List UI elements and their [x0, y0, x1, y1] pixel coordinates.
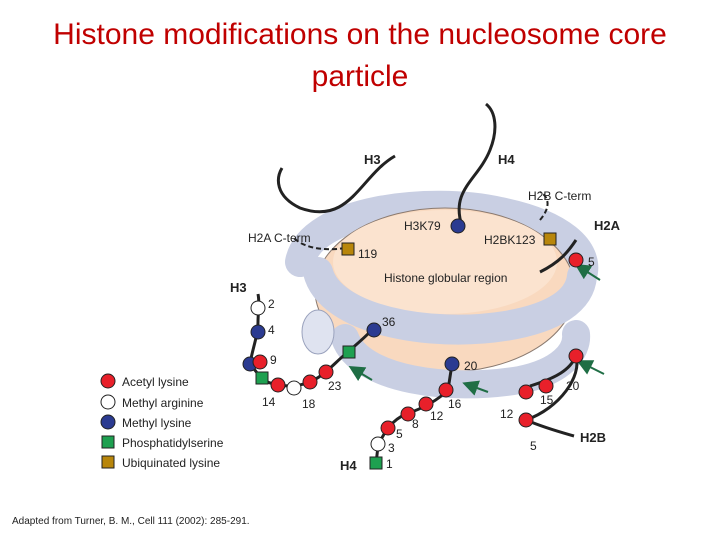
- acetyl-lysine-icon: [100, 373, 116, 389]
- h4-top-tail: [457, 102, 497, 227]
- h4-5-acetyl-lysine: [380, 420, 396, 436]
- h2b-5-acetyl-lysine: [518, 412, 534, 428]
- h2bk123-ubiquitin: [543, 232, 557, 246]
- title-line-2: particle: [311, 60, 409, 93]
- label-h4-top: H4: [498, 152, 515, 167]
- residue-h4-12: 12: [430, 409, 444, 423]
- residue-h2b-20: 20: [566, 379, 580, 393]
- residue-h4-5: 5: [396, 427, 403, 441]
- h3-28-phosphatidylserine: [342, 345, 356, 359]
- legend-label-methyl-arginine: Methyl arginine: [122, 396, 204, 410]
- h3-2-methyl-arginine: [250, 300, 266, 316]
- h3-23-acetyl-lysine: [318, 364, 334, 380]
- methyl-lysine-icon: [100, 414, 116, 430]
- h2b-12-acetyl-lysine: [518, 384, 534, 400]
- residue-h2a-5: 5: [588, 255, 595, 269]
- slide-title: Histone modifications on the nucleosome …: [0, 14, 720, 98]
- methyl-arginine-icon: [100, 394, 116, 410]
- h3-top-tail: [276, 154, 396, 214]
- h2b-15-acetyl-lysine: [538, 378, 554, 394]
- residue-h3-18: 18: [302, 397, 316, 411]
- residue-h4-3: 3: [388, 441, 395, 455]
- residue-h4-20: 20: [464, 359, 478, 373]
- residue-h4-8: 8: [412, 417, 419, 431]
- h2a-tail: [539, 239, 578, 274]
- h2a-119-ubiquitin: [341, 242, 355, 256]
- h2a-5-acetyl-lysine: [568, 252, 584, 268]
- h2a-cterm-tail: [291, 235, 346, 251]
- legend-label-methyl-lysine: Methyl lysine: [122, 416, 192, 430]
- arrow-h2a: [574, 263, 601, 281]
- citation: Adapted from Turner, B. M., Cell 111 (20…: [12, 516, 250, 527]
- residue-h3-4: 4: [268, 323, 275, 337]
- histone-core-top: [333, 210, 557, 314]
- residue-h2b-5: 5: [530, 439, 537, 453]
- h3-17-methyl-arginine: [286, 380, 302, 396]
- arrow-h4: [462, 380, 489, 396]
- legend-label-ubiquinated-lysine: Ubiquinated lysine: [122, 456, 220, 470]
- h4-12-acetyl-lysine: [418, 396, 434, 412]
- label-h3-left: H3: [230, 280, 247, 295]
- h3-10-phosphatidylserine: [255, 371, 269, 385]
- legend: Acetyl lysine Methyl arginine Methyl lys…: [100, 373, 224, 470]
- label-site-119: 119: [358, 247, 377, 261]
- residue-h4-1: 1: [386, 457, 393, 471]
- label-h2bk123: H2BK123: [484, 233, 536, 247]
- dna-end-cap: [301, 309, 335, 355]
- h4-1-phosphatidylserine: [369, 456, 383, 470]
- label-h2a-cterm: H2A C-term: [248, 231, 311, 245]
- residue-h3-23: 23: [328, 379, 342, 393]
- residue-h3-9: 9: [270, 353, 277, 367]
- residue-h3-2: 2: [268, 297, 275, 311]
- h2b-cterm-tail: [539, 191, 549, 221]
- h3-18-acetyl-lysine: [302, 374, 318, 390]
- legend-label-phosphatidylserine: Phosphatidylserine: [122, 436, 224, 450]
- label-h3k79: H3K79: [404, 219, 441, 233]
- h4-20-methyl-lysine: [444, 356, 460, 372]
- h2b-20-acetyl-lysine: [568, 348, 584, 364]
- label-h4-bottom: H4: [340, 458, 357, 473]
- arrow-h2b: [576, 360, 605, 375]
- residue-h2b-12: 12: [500, 407, 514, 421]
- phosphatidylserine-icon: [101, 435, 115, 449]
- arrow-h3: [348, 365, 373, 382]
- label-h3-top: H3: [364, 152, 381, 167]
- label-h2b: H2B: [580, 430, 606, 445]
- h3-4-methyl-lysine: [250, 324, 266, 340]
- h2b-tail: [521, 351, 579, 438]
- title-line-1: Histone modifications on the nucleosome …: [53, 18, 667, 51]
- h3k79-methyl-lysine: [450, 218, 466, 234]
- h4-8-acetyl-lysine: [400, 406, 416, 422]
- residue-h4-16: 16: [448, 397, 462, 411]
- dna-coil-front-upper: [303, 257, 597, 345]
- dna-coil-back: [285, 190, 599, 291]
- residue-h3-14: 14: [262, 395, 276, 409]
- h4-16-acetyl-lysine: [438, 382, 454, 398]
- residue-h2b-15: 15: [540, 393, 554, 407]
- legend-label-acetyl-lysine: Acetyl lysine: [122, 375, 189, 389]
- label-core-region: Histone globular region: [384, 271, 507, 285]
- ubiquinated-lysine-icon: [101, 455, 115, 469]
- h3-36-methyl-lysine: [366, 322, 382, 338]
- h4-3-methyl-arginine: [370, 436, 386, 452]
- h3-9-acetyl-lysine: [252, 354, 268, 370]
- residue-h3-36: 36: [382, 315, 396, 329]
- h3-14-acetyl-lysine: [270, 377, 286, 393]
- label-h2b-cterm: H2B C-term: [528, 189, 591, 203]
- label-h2a: H2A: [594, 218, 621, 233]
